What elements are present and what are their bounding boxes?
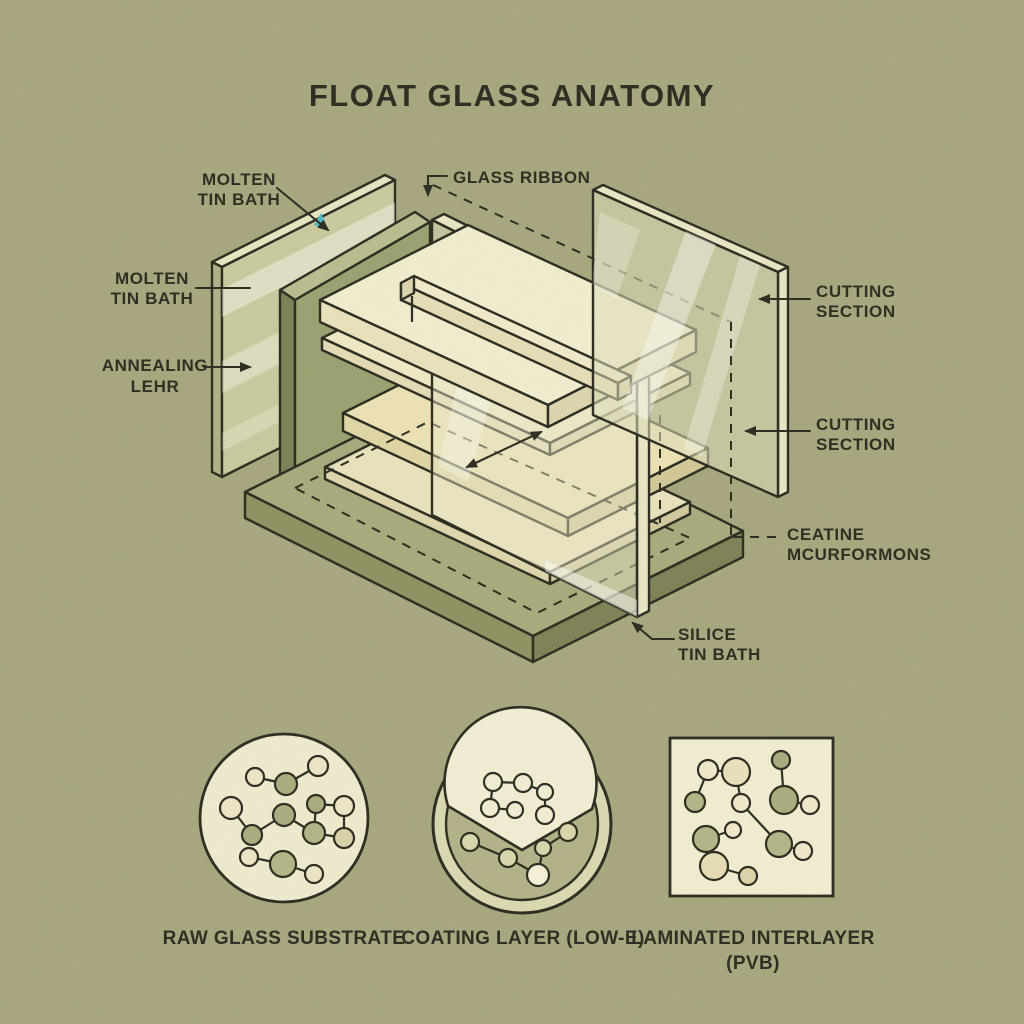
paper-grain-overlay	[0, 0, 1024, 1024]
float-glass-diagram: MOLTEN TIN BATH MOLTEN TIN BATH ANNEALIN…	[0, 0, 1024, 1024]
infographic-poster: MOLTEN TIN BATH MOLTEN TIN BATH ANNEALIN…	[0, 0, 1024, 1024]
